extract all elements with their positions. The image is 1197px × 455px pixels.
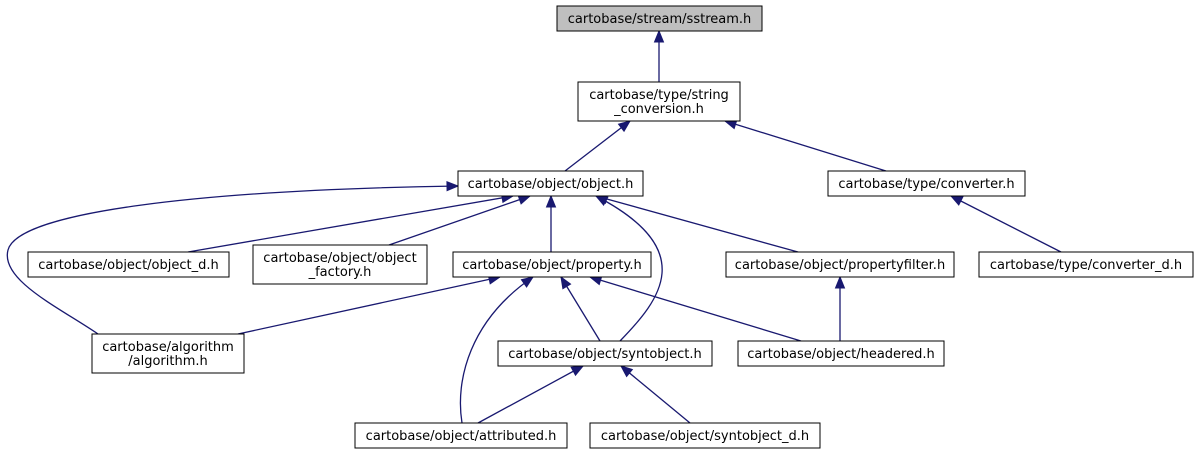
edge-syntobject_d-to-syntobject <box>619 365 691 424</box>
edge-line <box>950 195 1062 253</box>
edge-attributed-to-syntobject <box>477 365 585 424</box>
edge-arrowhead <box>834 275 846 289</box>
edge-line <box>595 195 799 253</box>
node-propertyfilter[interactable]: cartobase/object/propertyfilter.h <box>725 251 955 278</box>
node-box <box>354 422 568 449</box>
edges-layer <box>6 29 1062 424</box>
edge-string_conversion-to-sstream <box>653 29 665 82</box>
edge-arrowhead <box>517 194 532 205</box>
node-box <box>589 422 821 449</box>
node-syntobject-d[interactable]: cartobase/object/syntobject_d.h <box>589 422 821 449</box>
edge-converter_d-to-converter <box>949 195 1062 253</box>
node-label: cartobase/type/string <box>589 88 729 103</box>
node-box <box>978 251 1194 278</box>
node-label: cartobase/object/syntobject_d.h <box>601 429 809 444</box>
edge-arrowhead <box>545 194 557 208</box>
node-label: cartobase/type/converter_d.h <box>990 258 1182 273</box>
edge-arrowhead <box>570 365 585 377</box>
node-box <box>452 251 652 278</box>
edge-line <box>459 276 534 424</box>
node-label: cartobase/object/attributed.h <box>366 429 557 444</box>
edge-propertyfilter-to-object <box>594 194 799 253</box>
node-property[interactable]: cartobase/object/property.h <box>452 251 652 278</box>
edge-arrowhead <box>619 365 634 378</box>
edge-line <box>595 195 663 342</box>
edge-attributed-to-property <box>459 276 535 424</box>
nodes-layer: cartobase/stream/sstream.h cartobase/type… <box>27 5 1194 449</box>
edge-arrowhead <box>653 29 665 43</box>
edge-arrowhead <box>617 120 632 133</box>
node-converter[interactable]: cartobase/type/converter.h <box>827 170 1026 197</box>
node-box <box>737 340 945 367</box>
node-box <box>497 340 713 367</box>
edge-syntobject-to-property <box>560 275 601 342</box>
node-object-d[interactable]: cartobase/object/object_d.h <box>27 251 230 278</box>
node-object-factory[interactable]: cartobase/object/object_factory.h <box>252 244 428 285</box>
node-label: cartobase/object/syntobject.h <box>508 347 702 362</box>
node-object[interactable]: cartobase/object/object.h <box>457 170 644 197</box>
node-box <box>91 333 245 374</box>
node-box <box>577 81 741 122</box>
edge-line <box>237 276 501 335</box>
node-algorithm[interactable]: cartobase/algorithm/algorithm.h <box>91 333 245 374</box>
node-label: cartobase/object/headered.h <box>747 347 934 362</box>
node-label: /algorithm.h <box>128 354 208 369</box>
node-box <box>27 251 230 278</box>
node-label: cartobase/algorithm <box>102 340 234 355</box>
edge-algorithm-to-object <box>6 180 460 335</box>
edge-line <box>187 195 514 253</box>
edge-arrowhead <box>520 276 535 288</box>
node-label: cartobase/object/object_d.h <box>38 258 219 273</box>
node-box <box>457 170 644 197</box>
edge-headered-to-property <box>588 275 802 342</box>
node-sstream[interactable]: cartobase/stream/sstream.h <box>556 5 763 32</box>
edge-line <box>620 365 691 424</box>
edge-line <box>560 276 601 342</box>
edge-line <box>589 276 802 342</box>
node-syntobject[interactable]: cartobase/object/syntobject.h <box>497 340 713 367</box>
node-box <box>725 251 955 278</box>
node-box <box>556 5 763 32</box>
edge-line <box>564 120 631 172</box>
node-label: cartobase/object/object.h <box>468 177 634 192</box>
node-label: cartobase/object/property.h <box>462 258 642 273</box>
edge-property-to-object <box>545 194 557 252</box>
edge-object-to-string_conversion <box>564 120 632 172</box>
edge-line <box>477 365 584 424</box>
node-attributed[interactable]: cartobase/object/attributed.h <box>354 422 568 449</box>
node-label: _factory.h <box>308 265 372 280</box>
edge-line <box>388 195 531 246</box>
edge-headered-to-propertyfilter <box>834 275 846 341</box>
node-box <box>252 244 428 285</box>
edge-line <box>6 185 459 335</box>
node-label: cartobase/stream/sstream.h <box>568 12 752 27</box>
node-label: cartobase/object/object <box>263 251 416 266</box>
edge-object_d-to-object <box>187 192 515 253</box>
node-converter-d[interactable]: cartobase/type/converter_d.h <box>978 251 1194 278</box>
node-string-conversion[interactable]: cartobase/type/string_conversion.h <box>577 81 741 122</box>
edge-arrowhead <box>446 180 460 192</box>
node-box <box>827 170 1026 197</box>
edge-line <box>724 120 887 172</box>
node-label: cartobase/object/propertyfilter.h <box>735 258 945 273</box>
node-label: cartobase/type/converter.h <box>838 177 1014 192</box>
edge-arrowhead <box>949 195 964 206</box>
edge-object_factory-to-object <box>388 194 532 246</box>
node-label: _conversion.h <box>613 102 704 117</box>
node-headered[interactable]: cartobase/object/headered.h <box>737 340 945 367</box>
edge-converter-to-string_conversion <box>723 119 887 172</box>
edge-arrowhead <box>560 275 572 290</box>
